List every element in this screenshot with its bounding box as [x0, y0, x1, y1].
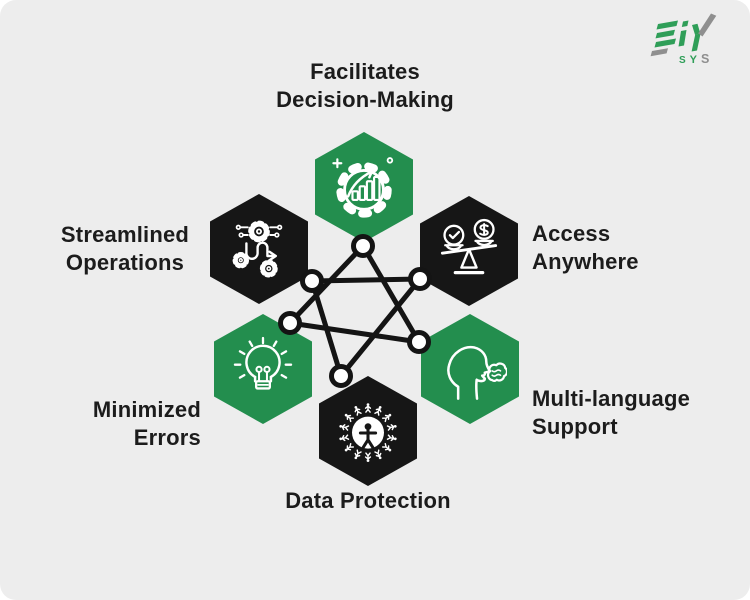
eiy-sys-logo	[648, 10, 724, 76]
label-facilitates-decision-making: Facilitates Decision-Making	[276, 59, 454, 112]
label-access-anywhere: Access Anywhere	[532, 221, 639, 274]
connector-line	[309, 276, 423, 284]
hexagon-access-anywhere	[420, 196, 518, 306]
speaking-head-icon	[447, 345, 507, 400]
connector-line	[360, 243, 422, 345]
hexagon-multi-language-support	[421, 314, 519, 424]
lightbulb-icon	[233, 336, 293, 390]
connector-line	[338, 276, 423, 379]
gear-growth-chart-icon	[332, 157, 394, 218]
time-money-balance-icon	[440, 218, 498, 275]
logo-sub-text: S Y S	[679, 52, 725, 66]
label-streamlined-operations: Streamlined Operations	[60, 222, 190, 275]
eiy-logo-mark	[650, 13, 717, 57]
hexagon-data-protection	[319, 376, 417, 486]
gears-process-flow-icon	[232, 220, 283, 278]
hexagon-streamlined-operations	[210, 194, 308, 304]
connector-line	[309, 278, 344, 379]
logo-letter: Y	[689, 54, 699, 66]
label-minimized-errors: Minimized Errors	[92, 397, 201, 450]
hexagon-minimized-errors	[214, 314, 312, 424]
people-protection-icon	[338, 402, 398, 463]
hexagon-facilitates-decision-making	[315, 132, 413, 242]
network-node	[329, 364, 353, 388]
logo-letter: S	[679, 55, 687, 66]
logo-letter: S	[701, 52, 711, 66]
label-data-protection: Data Protection	[285, 488, 451, 513]
label-multi-language-support: Multi-language Support	[532, 386, 691, 439]
connector-line	[287, 320, 422, 345]
